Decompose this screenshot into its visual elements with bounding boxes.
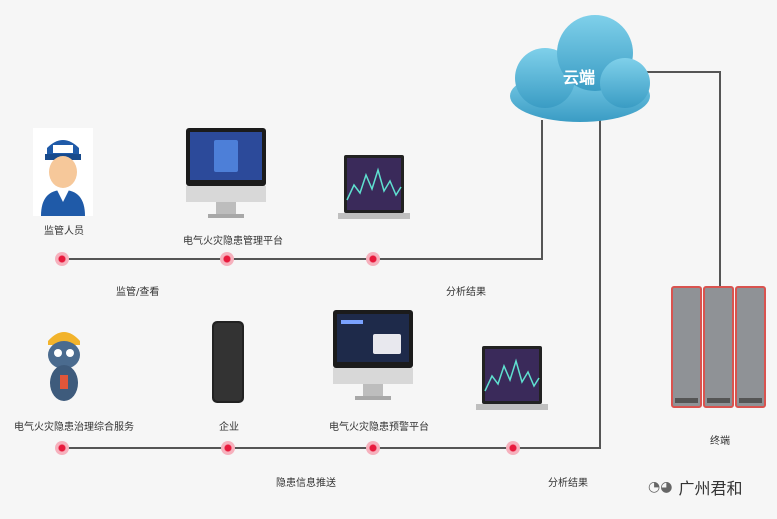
management-platform-label: 电气火灾隐患管理平台 [183, 236, 283, 247]
laptop-icon [338, 155, 410, 223]
watermark: ◔◕ 广州君和 [648, 475, 742, 499]
top-node-1 [55, 252, 69, 266]
top-node-3 [366, 252, 380, 266]
management-platform-monitor [186, 128, 266, 220]
server-rack-icon [671, 286, 767, 408]
company-label: 企业 [219, 422, 239, 433]
bottom-node-4 [506, 441, 520, 455]
phone-icon [212, 321, 244, 403]
cloud-label: 云端 [563, 68, 596, 87]
laptop-icon [476, 346, 548, 414]
supervisor-avatar [33, 128, 93, 216]
cloud-icon: 云端 [505, 8, 655, 128]
top-node-2 [220, 252, 234, 266]
top-edge-left-label: 监管/查看 [116, 287, 160, 298]
terminal-label: 终端 [710, 436, 730, 447]
bottom-edge-left-label: 隐患信息推送 [276, 478, 336, 489]
warning-platform-label: 电气火灾隐患预警平台 [329, 422, 429, 433]
mascot-icon [40, 323, 88, 405]
bottom-node-2 [221, 441, 235, 455]
bottom-edge-right-label: 分析结果 [548, 478, 588, 489]
bottom-node-1 [55, 441, 69, 455]
top-edge-right-label: 分析结果 [446, 287, 486, 298]
warning-platform-monitor [333, 310, 413, 402]
bottom-node-3 [366, 441, 380, 455]
service-label: 电气火灾隐患治理综合服务 [14, 422, 134, 433]
watermark-text: 广州君和 [678, 479, 743, 498]
wechat-icon: ◔◕ [648, 479, 673, 495]
supervisor-label: 监管人员 [44, 226, 84, 237]
